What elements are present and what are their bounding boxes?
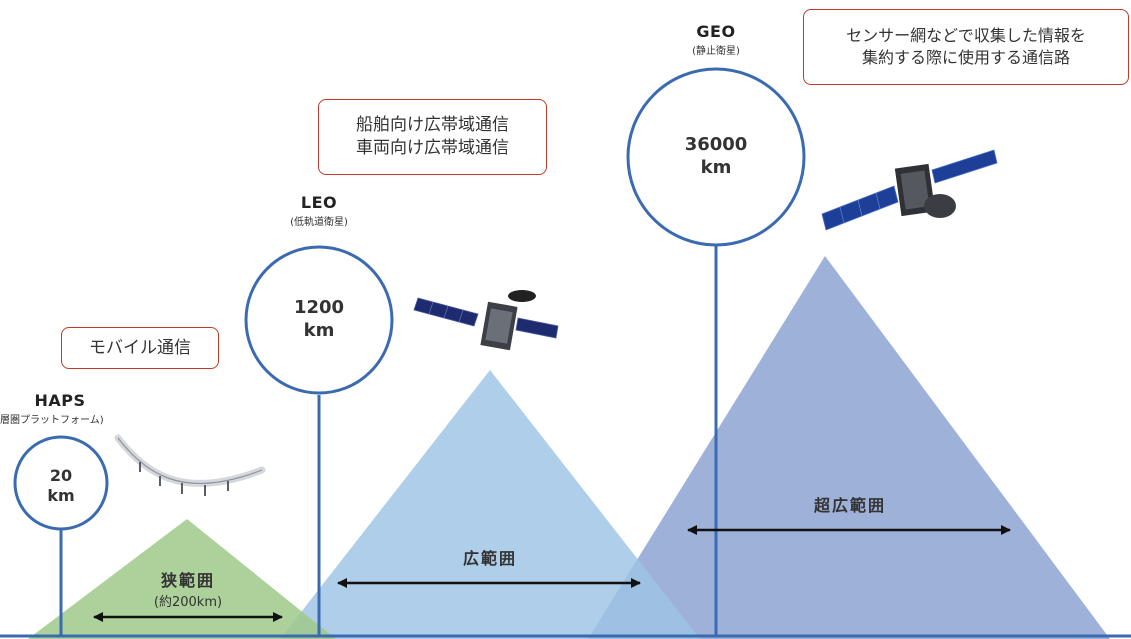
geo-range-title: 超広範囲 <box>813 496 886 515</box>
haps-altitude: 20 km <box>21 466 101 506</box>
geo-subtitle: (静止衛星) <box>692 46 740 57</box>
haps-altitude-value: 20 <box>49 466 73 485</box>
geo-usage-callout: センサー網などで収集した情報を 集約する際に使用する通信路 <box>803 9 1129 85</box>
leo-subtitle: (低軌道衛星) <box>290 217 348 228</box>
leo-range-label: 広範囲 <box>420 545 560 569</box>
leo-usage-callout: 船舶向け広帯域通信 車両向け広帯域通信 <box>318 99 547 175</box>
haps-coverage-cone <box>28 519 336 639</box>
leo-range-title: 広範囲 <box>462 549 517 568</box>
geo-usage-line2: 集約する際に使用する通信路 <box>861 48 1070 67</box>
haps-usage-callout: モバイル通信 <box>61 327 219 369</box>
leo-altitude-circle <box>244 245 394 395</box>
haps-name: HAPS <box>34 391 86 410</box>
leo-satellite-icon <box>413 290 559 351</box>
haps-label: HAPS 層圏プラットフォーム) <box>0 391 120 426</box>
geo-coverage-cone <box>588 256 1110 639</box>
haps-aircraft-icon <box>114 434 266 496</box>
haps-altitude-circle <box>13 435 109 531</box>
leo-name: LEO <box>300 193 338 212</box>
geo-altitude: 36000 km <box>656 134 776 179</box>
leo-usage-line1: 船舶向け広帯域通信 <box>356 115 509 136</box>
haps-altitude-unit: km <box>47 486 75 505</box>
leo-coverage-cone <box>280 370 700 639</box>
haps-usage-text: モバイル通信 <box>89 337 191 358</box>
leo-altitude: 1200 km <box>269 297 369 342</box>
geo-altitude-circle <box>626 67 806 247</box>
haps-subtitle: 層圏プラットフォーム) <box>0 415 104 426</box>
geo-name: GEO <box>696 22 736 41</box>
geo-usage-line1: センサー網などで収集した情報を <box>846 26 1086 46</box>
leo-altitude-value: 1200 <box>293 297 345 318</box>
haps-range-sub: (約200km) <box>153 595 223 610</box>
geo-range-label: 超広範囲 <box>770 492 930 516</box>
leo-label: LEO (低軌道衛星) <box>259 193 379 228</box>
leo-altitude-unit: km <box>303 319 335 341</box>
geo-altitude-unit: km <box>700 156 732 178</box>
haps-range-title: 狭範囲 <box>160 571 215 590</box>
haps-range-label: 狭範囲 (約200km) <box>108 567 268 610</box>
geo-label: GEO (静止衛星) <box>656 22 776 57</box>
leo-usage-line2: 車両向け広帯域通信 <box>356 138 509 158</box>
geo-altitude-value: 36000 <box>684 134 748 155</box>
geo-satellite-icon <box>821 149 998 231</box>
